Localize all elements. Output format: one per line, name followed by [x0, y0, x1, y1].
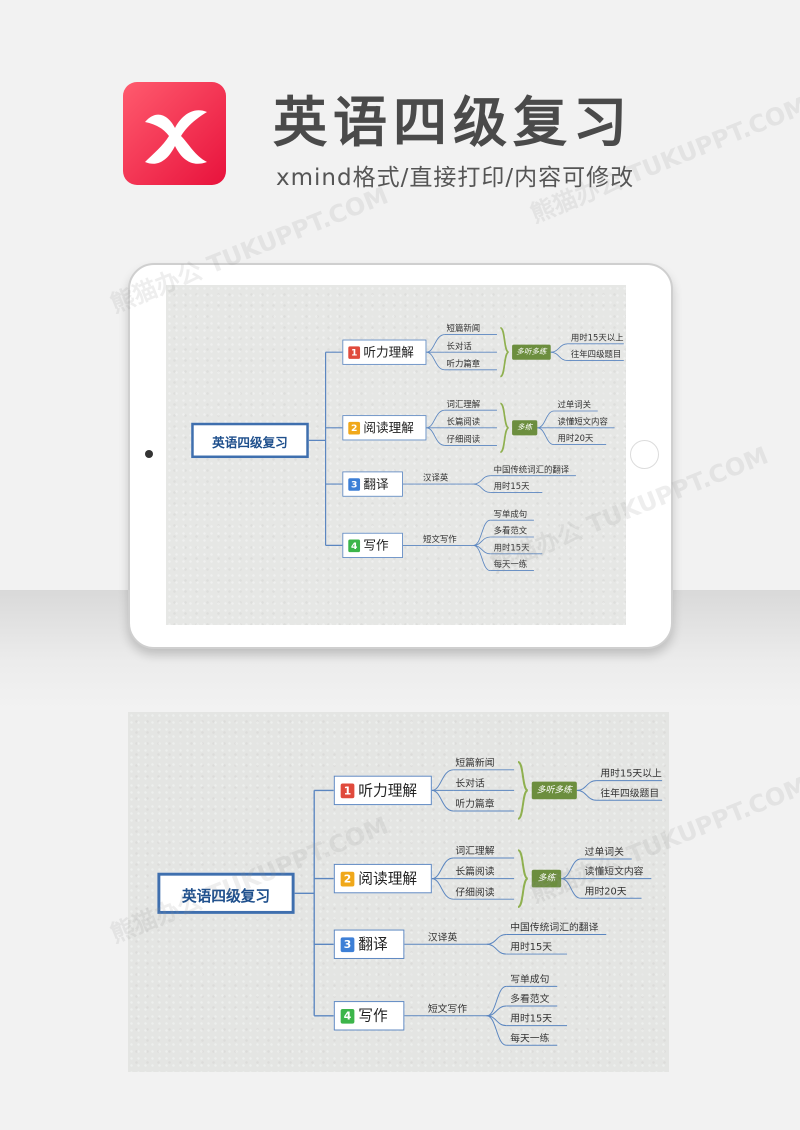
- item-1-3: 听力篇章: [455, 798, 514, 811]
- branch-number-badge: 3: [348, 478, 360, 491]
- home-button: [630, 440, 659, 469]
- branch-number-badge: 1: [341, 783, 355, 798]
- item-2-3: 仔细阅读: [455, 886, 514, 899]
- xmind-logo: [123, 82, 226, 185]
- item-4-1: 短文写作: [428, 1003, 487, 1016]
- branch-label: 写作: [358, 1001, 387, 1030]
- item-4-1: 短文写作: [423, 534, 473, 545]
- item-1-1: 短篇新闻: [455, 757, 514, 770]
- branch-number-badge: 2: [348, 422, 360, 435]
- item-1-3: 听力篇章: [447, 359, 497, 370]
- branch-number-badge: 2: [341, 871, 355, 886]
- branch-number-badge: 1: [348, 346, 360, 359]
- branch-number-badge: 4: [341, 1008, 355, 1023]
- item-2-1: 词汇理解: [447, 399, 497, 410]
- root-topic: 英语四级复习: [191, 423, 309, 458]
- tag-2: 多练: [512, 420, 537, 435]
- item-2-1: 词汇理解: [455, 845, 514, 858]
- tip-2-1: 过单词关: [557, 400, 626, 411]
- item-1-2: 长对话: [447, 341, 497, 352]
- tip-3-1: 中国传统词汇的翻译: [494, 465, 578, 476]
- tip-1-2: 往年四级题目: [600, 787, 669, 800]
- tip-2-2: 读懂短文内容: [557, 417, 626, 428]
- tip-4-3: 用时15天: [510, 1013, 608, 1026]
- camera-dot: [145, 450, 153, 458]
- branch-label: 写作: [363, 533, 388, 558]
- branch-number-badge: 3: [341, 937, 355, 952]
- page-title: 英语四级复习: [273, 78, 633, 157]
- branch-label: 翻译: [358, 930, 387, 959]
- tip-1-1: 用时15天以上: [571, 333, 626, 344]
- tip-2-3: 用时20天: [557, 434, 626, 445]
- tip-3-2: 用时15天: [510, 941, 608, 954]
- tip-3-2: 用时15天: [494, 482, 578, 493]
- tip-4-1: 写单成句: [510, 974, 608, 987]
- branch-number-badge: 4: [348, 539, 360, 552]
- item-3-1: 汉译英: [428, 932, 487, 945]
- branch-label: 听力理解: [358, 776, 417, 805]
- branch-label: 阅读理解: [363, 415, 413, 440]
- tag-1: 多听多练: [512, 345, 551, 360]
- item-3-1: 汉译英: [423, 473, 473, 484]
- tip-4-2: 多看范文: [510, 993, 608, 1006]
- item-2-3: 仔细阅读: [447, 435, 497, 446]
- tip-4-4: 每天一练: [510, 1032, 608, 1045]
- branch-label: 阅读理解: [358, 864, 417, 893]
- branch-label: 听力理解: [363, 340, 413, 365]
- item-1-2: 长对话: [455, 778, 514, 791]
- tip-3-1: 中国传统词汇的翻译: [510, 922, 608, 935]
- tip-1-2: 往年四级题目: [571, 350, 626, 361]
- tip-2-3: 用时20天: [585, 885, 669, 898]
- item-1-1: 短篇新闻: [447, 324, 497, 335]
- item-2-2: 长篇阅读: [447, 417, 497, 428]
- branch-label: 翻译: [363, 471, 388, 496]
- item-2-2: 长篇阅读: [455, 866, 514, 879]
- tag-1: 多听多练: [532, 782, 577, 800]
- tip-1-1: 用时15天以上: [600, 768, 669, 781]
